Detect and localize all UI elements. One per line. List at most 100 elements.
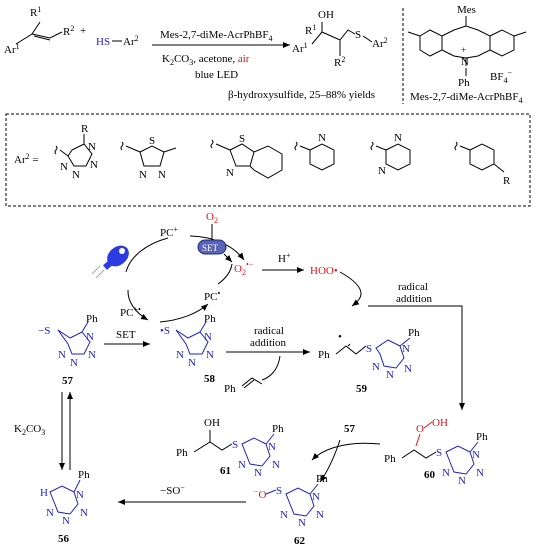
ooh-60: OH: [432, 417, 448, 429]
styrene-feed: [261, 355, 281, 381]
n3-56: N: [62, 515, 70, 527]
n1-58: N: [204, 331, 212, 343]
radical-addition-2b: addition: [396, 293, 433, 305]
benzothiazole-rings: [229, 143, 283, 179]
ar2-box-content: Ar2 = R N N N N S N N S N N N N R: [14, 123, 511, 187]
s-anion-57: −S: [38, 325, 50, 337]
label-57b: 57: [344, 423, 356, 435]
product-s-bond: [362, 35, 373, 43]
aryl-r: R: [503, 175, 511, 187]
benzothiazole-s: S: [239, 133, 245, 145]
n4-62: N: [280, 509, 288, 521]
tetrazole-n3: N: [72, 169, 80, 181]
n1-56: N: [76, 489, 84, 501]
blue-led-icon: [91, 245, 129, 279]
n4-60: N: [442, 467, 450, 479]
n2-57: N: [88, 349, 96, 361]
styrene-ph: Ph: [224, 383, 236, 395]
acr-plus: +: [461, 45, 466, 55]
acr-ph: Ph: [458, 77, 470, 89]
conditions-line2: K2CO3, acetone, air: [162, 53, 250, 67]
tetrazole-wavy: [54, 145, 69, 157]
styrene-vinyl: [241, 377, 263, 389]
product-ar1: Ar1: [292, 41, 308, 55]
ph-57: Ph: [86, 313, 98, 325]
alkene-r2: R2: [63, 24, 74, 38]
pyrimidine-n1: N: [394, 132, 402, 144]
ph-60: Ph: [384, 453, 396, 465]
ph-59: Ph: [318, 349, 330, 361]
pyrimidine-wavy: [370, 141, 387, 151]
compound-62: −O S Ph N N N N 62: [254, 473, 328, 547]
label-62: 62: [294, 535, 306, 547]
hoo-radical: HOO•: [310, 265, 338, 277]
n2-56: N: [80, 507, 88, 519]
n3-62: N: [298, 517, 306, 529]
top-reaction: R1 Ar1 R2 + HS Ar2 Mes-2,7-diMe-AcrPhBF4…: [4, 5, 388, 101]
s-59: S: [366, 343, 372, 355]
product-r2: R2: [334, 55, 345, 69]
hoo-formation: H+ HOO• radical addition: [262, 251, 465, 410]
conditions-line3: blue LED: [195, 69, 238, 81]
alkene-ar1: Ar1: [4, 42, 20, 56]
acr-bf4: BF4−: [490, 68, 512, 85]
acr-mes: Mes: [457, 4, 476, 16]
pc-radical: PC•: [204, 289, 220, 303]
minus-so-label: −SO−: [160, 483, 185, 497]
pc-radical-cation: PC+•: [120, 305, 141, 319]
label-60: 60: [424, 469, 436, 481]
h-plus: H+: [278, 251, 291, 265]
s-61: S: [232, 439, 238, 451]
ph-59b: Ph: [408, 327, 420, 339]
label-59: 59: [356, 383, 368, 395]
ph-61: Ph: [176, 447, 188, 459]
tetrazole-n2: N: [90, 159, 98, 171]
n3-59: N: [386, 369, 394, 381]
arrow-60-to-61: [311, 442, 381, 461]
compound-56: H Ph N N N N 56: [40, 469, 90, 545]
n1-61: N: [268, 441, 276, 453]
ph-56: Ph: [78, 469, 90, 481]
thiadiazole-s: S: [149, 135, 155, 147]
compound-61: OH Ph S Ph N N N N 61: [176, 417, 284, 479]
n2-60: N: [476, 467, 484, 479]
n2-59: N: [404, 363, 412, 375]
label-56: 56: [58, 533, 70, 545]
arrow-60-to-62: [319, 439, 341, 483]
n3-60: N: [458, 475, 466, 487]
product-bonds: [311, 22, 356, 56]
thiadiazole-wavy: [120, 141, 141, 153]
set-badge: [197, 239, 227, 255]
acr-name: Mes-2,7-diMe-AcrPhBF4: [410, 91, 522, 105]
compound-59: Ph • S Ph N N N N 59: [318, 327, 420, 395]
tetrazole-n1: N: [88, 141, 96, 153]
plus-sign: +: [80, 25, 86, 37]
o-anion-62: −O: [254, 487, 267, 501]
o2-label: O2: [206, 211, 218, 225]
ph-58: Ph: [204, 313, 216, 325]
acr-rings: [407, 25, 527, 66]
set-label: SET: [116, 329, 136, 341]
o-60: O: [416, 423, 424, 435]
s-62: S: [276, 485, 282, 497]
k2co3-label: K2CO3: [14, 423, 45, 437]
ph-62: Ph: [316, 473, 328, 485]
label-61: 61: [220, 465, 231, 477]
pyridine-wavy: [294, 141, 311, 151]
photocatalytic-cycle: PC+ PC+• PC• O2 SET O2•−: [91, 211, 254, 323]
compound-58: •S Ph N N N N 58: [160, 313, 216, 385]
aryl-ring: [469, 143, 505, 173]
pc-plus: PC+: [160, 225, 178, 239]
pyridine-ring: [309, 143, 335, 171]
n1-57: N: [86, 331, 94, 343]
thiadiazole-ring: [139, 145, 177, 167]
tetrazole-n4: N: [60, 161, 68, 173]
ar2-definition-box: [5, 113, 531, 207]
product-oh: OH: [318, 9, 334, 21]
label-58: 58: [204, 373, 216, 385]
n3-58: N: [188, 357, 196, 369]
n4-56: N: [46, 507, 54, 519]
pyrimidine-ring: [385, 143, 411, 171]
